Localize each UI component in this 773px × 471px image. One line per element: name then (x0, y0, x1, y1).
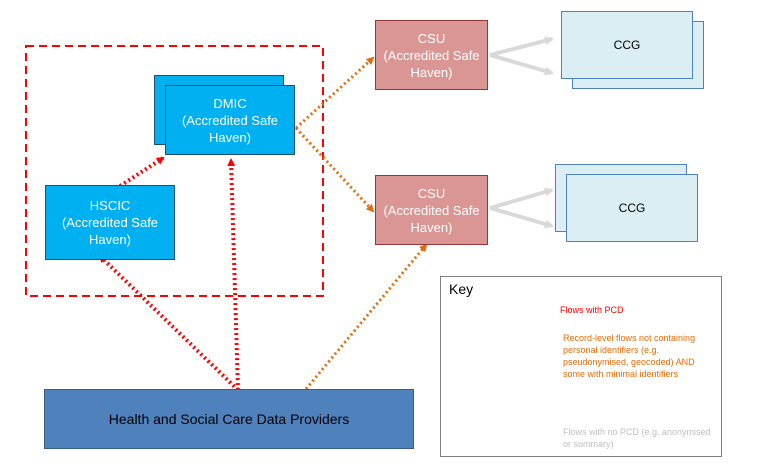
hscic-subtitle: (Accredited Safe Haven) (61, 215, 159, 247)
ccg-top-node[interactable]: CCG (561, 11, 693, 79)
key-label-record: Record-level flows not containing person… (563, 333, 696, 379)
flow-dmic-to-csu-top (294, 56, 375, 130)
key-title: Key (449, 281, 474, 297)
hscic-title: HSCIC (89, 198, 131, 213)
flow-csu-bottom-to-ccg-b (489, 206, 554, 229)
key-legend: Key (440, 276, 722, 457)
ccg-bottom-node[interactable]: CCG (566, 174, 698, 242)
key-label-pcd: Flows with PCD (560, 305, 624, 315)
safe-haven-boundary (25, 45, 324, 297)
flow-providers-to-hscic (98, 254, 240, 392)
csu-bottom-title: CSU (417, 185, 446, 201)
dmic-title: DMIC (213, 95, 247, 111)
flow-providers-to-csu-bottom (304, 243, 428, 390)
flow-csu-top-to-ccg-a (489, 36, 554, 57)
flow-dmic-to-csu-bottom (294, 126, 375, 213)
flow-hscic-to-dmic (118, 156, 165, 188)
ccg-bottom-title: CCG (618, 200, 646, 215)
csu-bottom-node[interactable]: CSU (Accredited Safe Haven) (375, 175, 488, 245)
ccg-top-title: CCG (613, 37, 641, 52)
hscic-node[interactable]: HSCIC (Accredited Safe Haven) (45, 185, 175, 260)
flow-csu-top-to-ccg-b (489, 53, 554, 76)
flow-csu-bottom-to-ccg-a (489, 187, 554, 210)
dmic-node[interactable]: DMIC (Accredited Safe Haven) (165, 85, 295, 155)
csu-bottom-subtitle: (Accredited Safe Haven) (383, 202, 480, 235)
data-providers-title: Health and Social Care Data Providers (108, 410, 350, 427)
csu-top-title: CSU (417, 30, 446, 46)
csu-top-subtitle: (Accredited Safe Haven) (383, 47, 480, 80)
key-label-no-pcd: Flows with no PCD (e.g. anonymised or su… (563, 427, 711, 449)
csu-top-node[interactable]: CSU (Accredited Safe Haven) (375, 20, 488, 90)
dmic-subtitle: (Accredited Safe Haven) (181, 112, 279, 145)
flow-providers-to-dmic (227, 158, 240, 391)
data-providers-node[interactable]: Health and Social Care Data Providers (44, 389, 414, 449)
